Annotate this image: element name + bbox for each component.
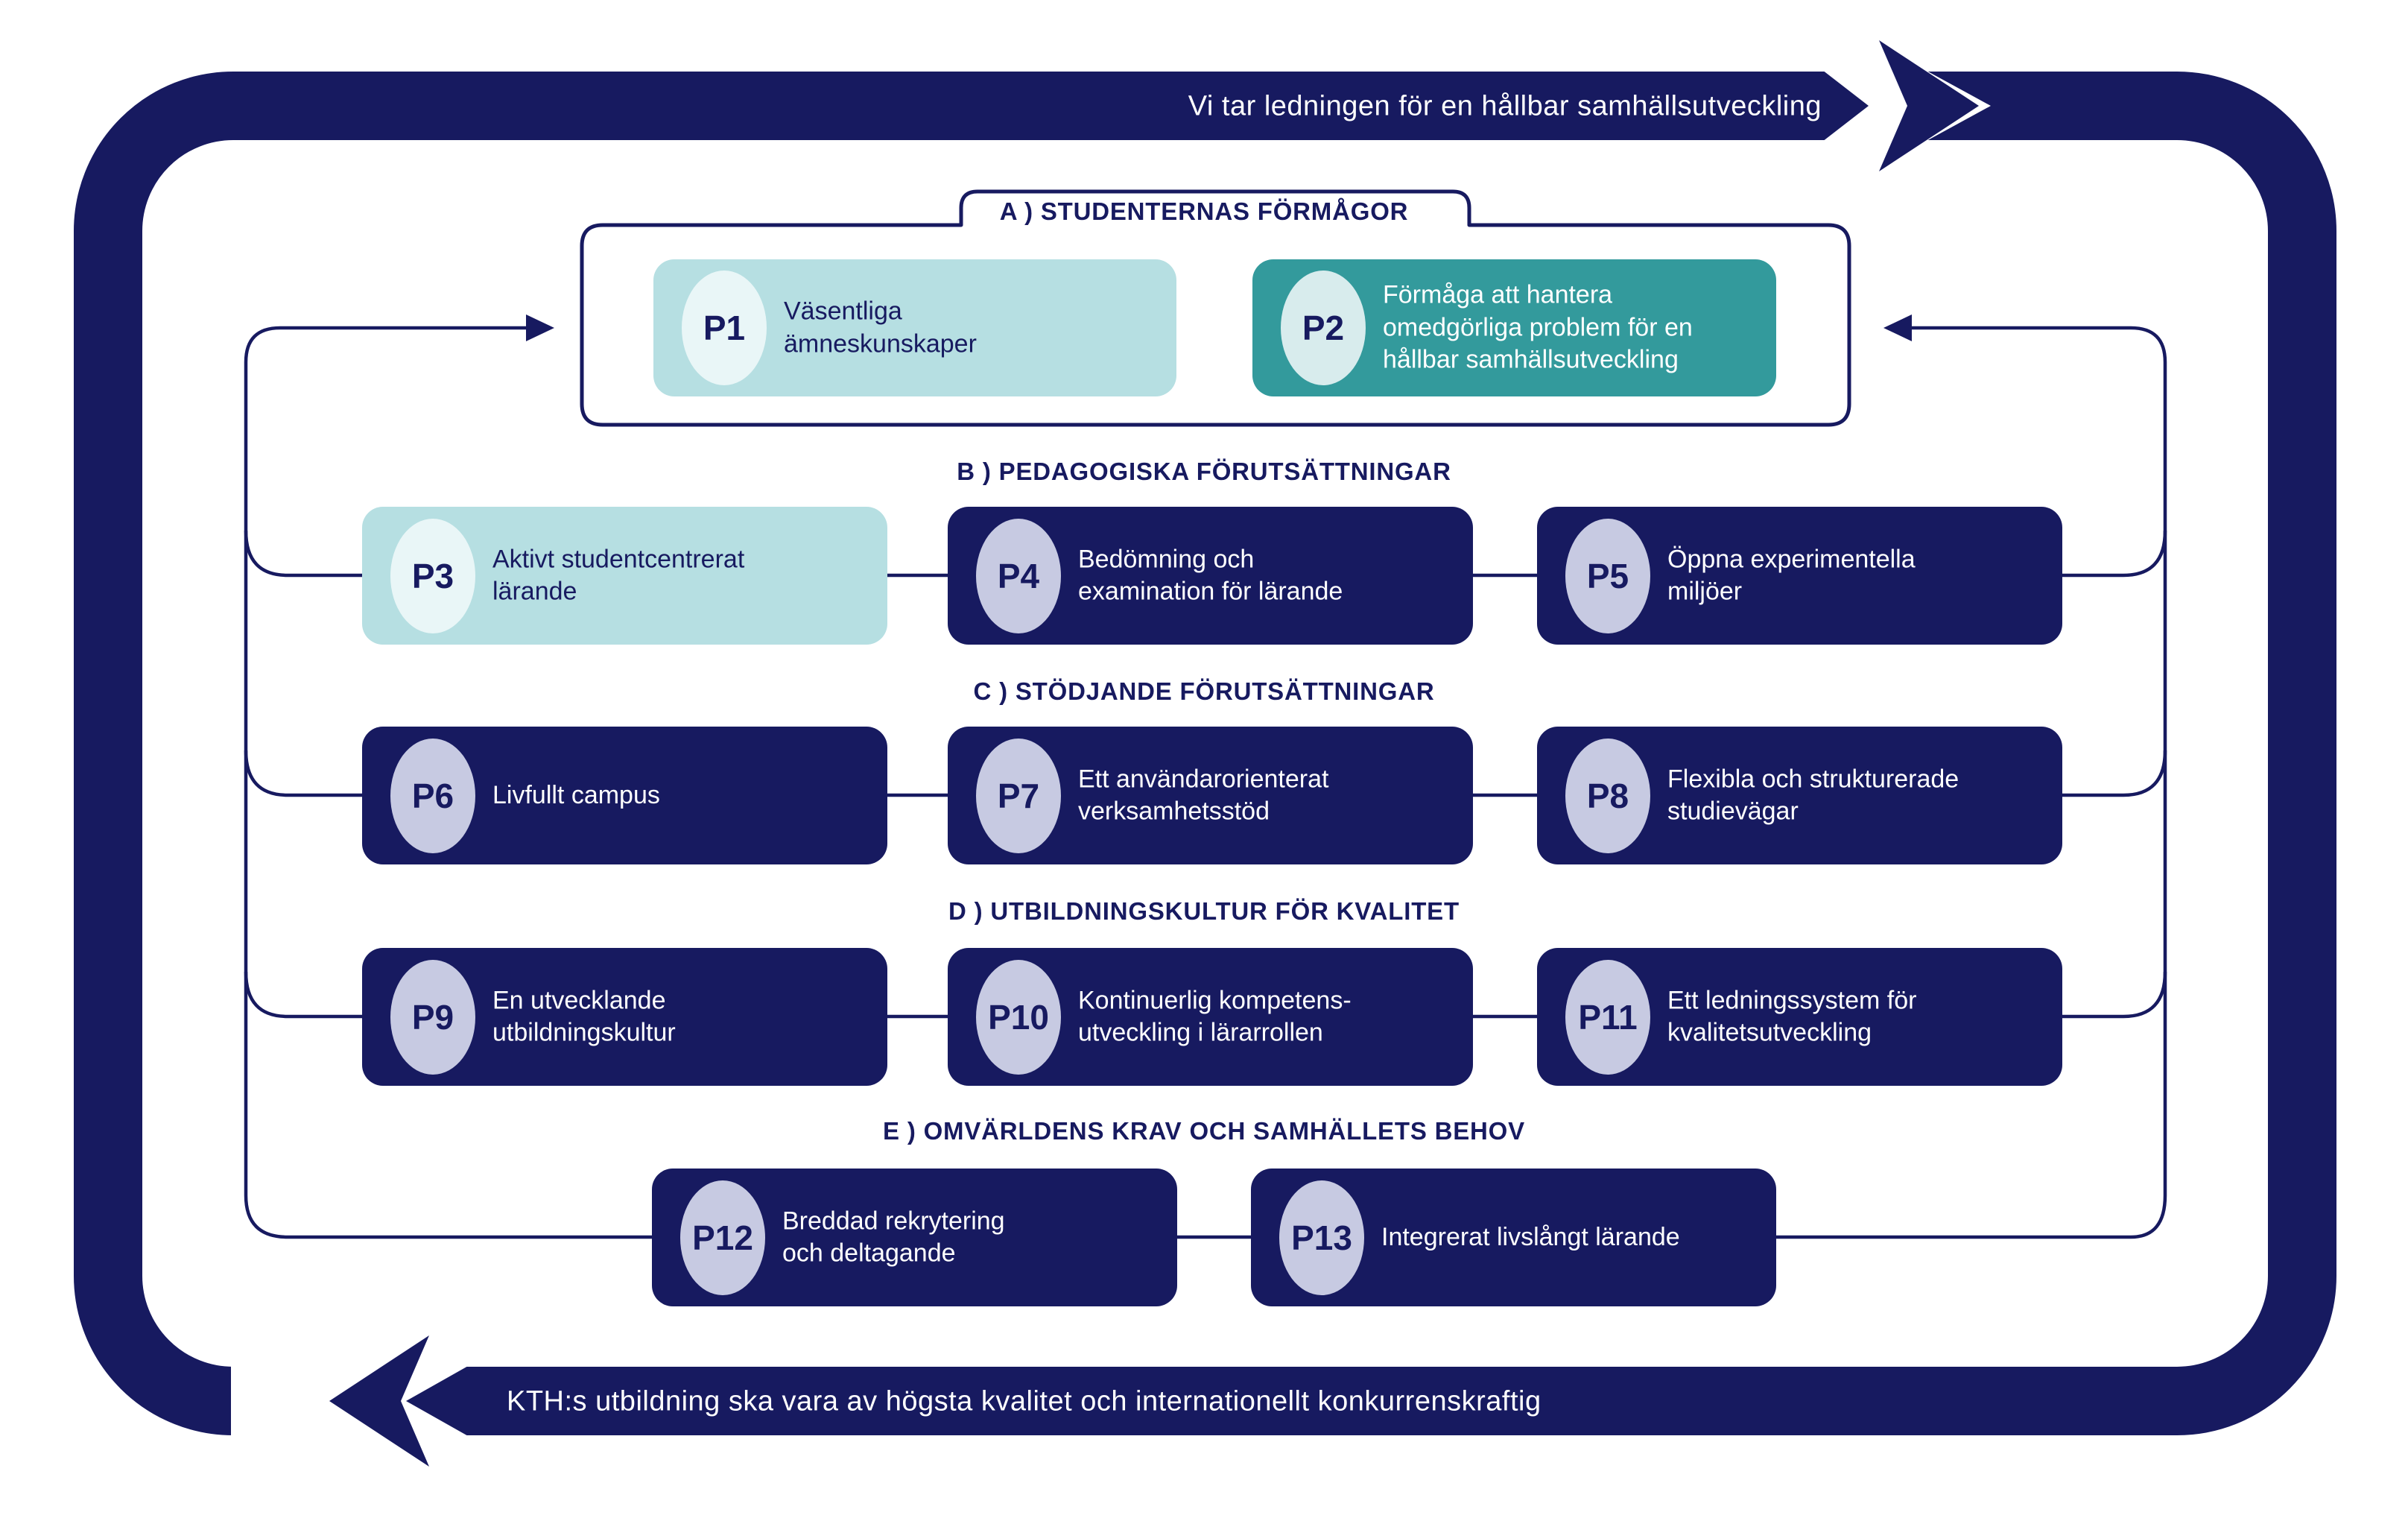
principle-badge: P11 <box>1565 959 1650 1075</box>
principle-badge: P7 <box>976 738 1061 853</box>
connector-left-row-b <box>244 530 362 578</box>
connector-lines <box>244 326 2167 1239</box>
principle-badge: P9 <box>390 959 475 1075</box>
principle-badge: P8 <box>1565 738 1650 853</box>
arrow-right-icon <box>1879 40 1979 171</box>
principle-text: Aktivt studentcentrerat lärande <box>492 544 745 606</box>
principle-text: Bedömning och examination för lärande <box>1078 544 1343 606</box>
principle-text: Väsentliga ämneskunskaper <box>784 297 977 358</box>
section-label-d: D ) UTBILDNINGSKULTUR FÖR KVALITET <box>948 897 1460 925</box>
connector-left-row-c <box>244 750 362 797</box>
principle-text: Livfullt campus <box>492 780 660 809</box>
connector-right-row-c <box>2062 750 2167 797</box>
bottom-ribbon-label: KTH:s utbildning ska vara av högsta kval… <box>507 1385 1542 1417</box>
principle-box-p10: P10 Kontinuerlig kompetens- utveckling i… <box>948 948 1473 1086</box>
section-label-c: C ) STÖDJANDE FÖRUTSÄTTNINGAR <box>973 677 1435 705</box>
arrowhead-into-section-a-left-icon <box>526 314 554 341</box>
principle-text: Integrerat livslångt lärande <box>1381 1222 1680 1251</box>
principle-text: Breddad rekrytering och deltagande <box>782 1206 1005 1268</box>
principle-box-p12: P12 Breddad rekrytering och deltagande <box>652 1169 1177 1306</box>
connector-left-row-d <box>244 971 362 1019</box>
principle-badge: P6 <box>390 738 475 853</box>
principle-badge: P1 <box>682 271 767 385</box>
outer-loop-ribbon <box>74 72 2336 1435</box>
connector-right-row-e <box>1776 1195 2167 1239</box>
connector-right-row-b <box>2062 530 2167 578</box>
arrow-left-icon <box>329 1335 429 1467</box>
principle-text: Flexibla och strukturerade studievägar <box>1667 764 1959 826</box>
principle-text: Ett användarorienterat verksamhetsstöd <box>1078 764 1329 826</box>
principle-box-p1: P1 Väsentliga ämneskunskaper <box>653 259 1176 396</box>
section-label-a: A ) STUDENTERNAS FÖRMÅGOR <box>999 197 1409 225</box>
principle-badge: P5 <box>1565 518 1650 633</box>
top-ribbon-label: Vi tar ledningen för en hållbar samhälls… <box>1188 90 1822 122</box>
principle-box-p9: P9 En utvecklande utbildningskultur <box>362 948 887 1086</box>
principle-box-p5: P5 Öppna experimentella miljöer <box>1537 507 2062 645</box>
principle-badge: P4 <box>976 518 1061 633</box>
principle-text: En utvecklande utbildningskultur <box>492 985 676 1047</box>
principle-badge: P13 <box>1279 1180 1364 1295</box>
principle-box-p13: P13 Integrerat livslångt lärande <box>1251 1169 1776 1306</box>
principle-text: Kontinuerlig kompetens- utveckling i lär… <box>1078 985 1352 1047</box>
connector-right-to-a <box>1910 326 2167 363</box>
principle-box-p3: P3 Aktivt studentcentrerat lärande <box>362 507 887 645</box>
principle-badge: P12 <box>680 1180 765 1295</box>
principle-box-p7: P7 Ett användarorienterat verksamhetsstö… <box>948 727 1473 864</box>
principle-badge: P3 <box>390 518 475 633</box>
principle-box-p8: P8 Flexibla och strukturerade studieväga… <box>1537 727 2062 864</box>
principle-badge: P2 <box>1281 271 1366 385</box>
section-label-b: B ) PEDAGOGISKA FÖRUTSÄTTNINGAR <box>957 458 1451 485</box>
connector-left-to-a <box>244 326 527 363</box>
principle-text: Ett ledningssystem för kvalitetsutveckli… <box>1667 985 1917 1047</box>
principle-text: Förmåga att hantera omedgörliga problem … <box>1383 280 1693 374</box>
principle-box-p6: P6 Livfullt campus <box>362 727 887 864</box>
connector-left-row-e <box>244 1195 652 1239</box>
principle-badge: P10 <box>976 959 1061 1075</box>
principle-box-p2: P2 Förmåga att hantera omedgörliga probl… <box>1252 259 1776 396</box>
principle-box-p11: P11 Ett ledningssystem för kvalitetsutve… <box>1537 948 2062 1086</box>
section-label-e: E ) OMVÄRLDENS KRAV OCH SAMHÄLLETS BEHOV <box>883 1117 1525 1145</box>
principle-box-p4: P4 Bedömning och examination för lärande <box>948 507 1473 645</box>
arrowhead-into-section-a-right-icon <box>1883 314 1912 341</box>
connector-right-row-d <box>2062 971 2167 1019</box>
principle-text: Öppna experimentella miljöer <box>1667 544 1916 606</box>
